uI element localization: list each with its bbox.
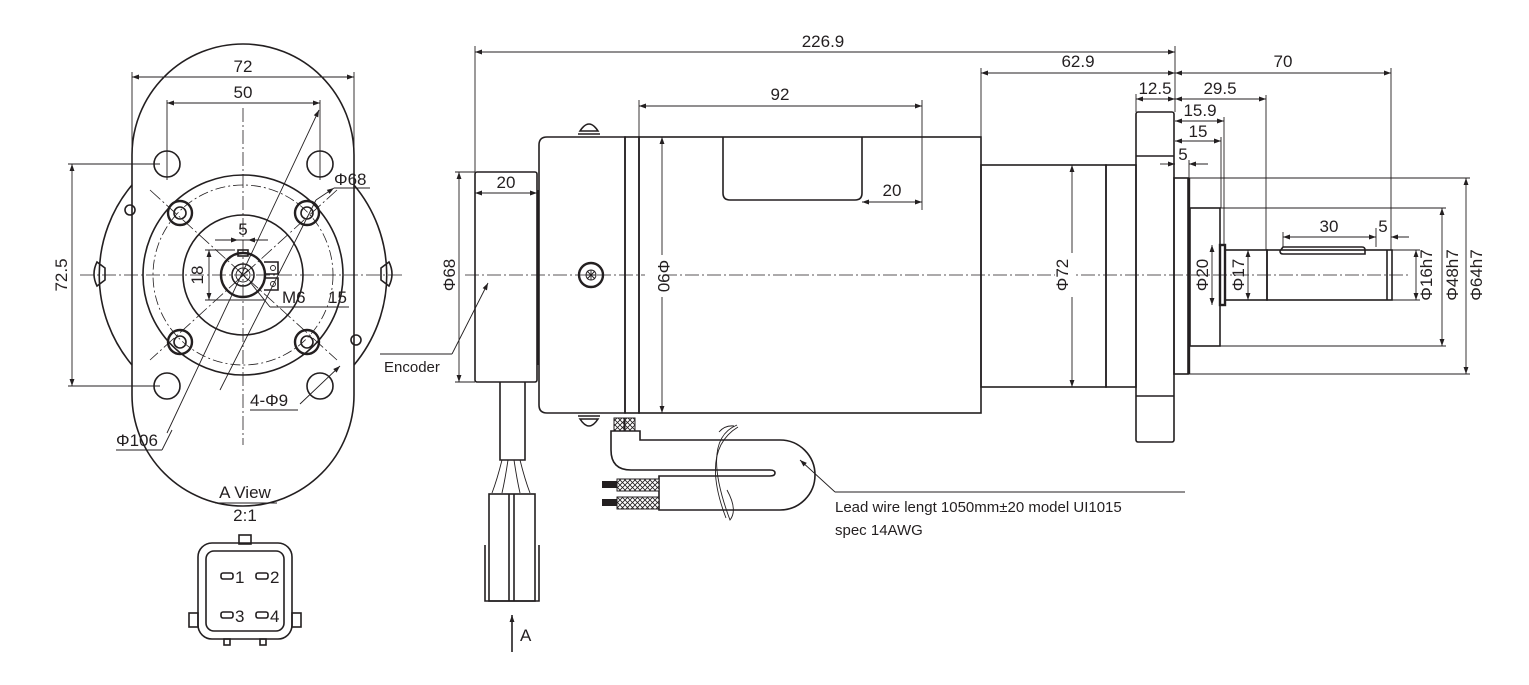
lead-wire-shield-1 bbox=[616, 478, 660, 492]
dim-bolt-spacing-50: 50 bbox=[234, 83, 253, 102]
side-knob-left bbox=[93, 260, 106, 288]
svg-text:2: 2 bbox=[270, 568, 279, 587]
dim-overall-length: 226.9 bbox=[802, 32, 845, 51]
svg-text:1: 1 bbox=[235, 568, 244, 587]
dim-height-72-5: 72.5 bbox=[52, 258, 71, 291]
side-view: A Lead wire lengt 1050mm±20 model UI1015… bbox=[380, 32, 1486, 652]
lead-wire-note-line-1: Lead wire lengt 1050mm±20 model UI1015 bbox=[835, 499, 1122, 516]
dim-key-width-5: 5 bbox=[238, 220, 247, 239]
dim-shaft-step-5: 5 bbox=[1178, 145, 1187, 164]
dim-flange-pilot-diameter: Φ64h7 bbox=[1467, 249, 1486, 300]
dim-shaft-step-15: 15 bbox=[1189, 122, 1208, 141]
small-boss-bottom bbox=[350, 334, 362, 346]
flange-arc-right bbox=[353, 184, 388, 366]
lead-wire-tip-1 bbox=[602, 481, 617, 488]
dim-width-72: 72 bbox=[234, 57, 253, 76]
dim-gearbox-length: 62.9 bbox=[1061, 52, 1094, 71]
dim-pilot-diameter-68: Φ68 bbox=[334, 170, 366, 189]
connector-pin-4: 4 bbox=[255, 607, 279, 626]
dim-shaft-step-29-5: 29.5 bbox=[1203, 79, 1236, 98]
dim-pilot-diameter: Φ48h7 bbox=[1443, 249, 1462, 300]
encoder-label: Encoder bbox=[384, 359, 440, 376]
dim-thread-depth-15: 15 bbox=[328, 288, 347, 307]
front-flange-outline bbox=[131, 43, 355, 507]
dim-key-offset: 5 bbox=[1378, 217, 1387, 236]
dim-flange-diameter-106: Φ106 bbox=[116, 431, 158, 450]
small-boss-top bbox=[124, 204, 136, 216]
dim-collar-diameter: Φ20 bbox=[1193, 259, 1212, 291]
connector-pin-2: 2 bbox=[255, 568, 279, 587]
bottom-screw-icon bbox=[578, 415, 600, 427]
dim-shaft-height-18: 18 bbox=[188, 266, 207, 285]
dim-thread-m6: M6 bbox=[282, 288, 306, 307]
dim-encoder-diameter: Φ68 bbox=[440, 259, 459, 291]
encoder-connector bbox=[488, 493, 536, 602]
side-knob-right bbox=[380, 260, 393, 288]
svg-text:4: 4 bbox=[270, 607, 279, 626]
encoder-body bbox=[474, 171, 538, 383]
dim-motor-diameter: Φ90 bbox=[654, 260, 673, 292]
output-flange bbox=[1135, 111, 1175, 443]
a-view-scale: 2:1 bbox=[233, 506, 257, 525]
screw-holes bbox=[166, 199, 321, 356]
shaft-key bbox=[1279, 246, 1366, 255]
lead-wire-note-line-2: spec 14AWG bbox=[835, 522, 923, 539]
connector-latch bbox=[238, 534, 252, 545]
connector-pin-3: 3 bbox=[220, 607, 244, 626]
dim-shaft-length: 70 bbox=[1274, 52, 1293, 71]
dim-mounting-holes-4-phi9: 4-Φ9 bbox=[250, 391, 288, 410]
gearbox-ring bbox=[1105, 164, 1137, 388]
connector-housing bbox=[197, 542, 293, 640]
top-screw-icon bbox=[578, 123, 600, 135]
encoder-cable bbox=[499, 382, 526, 461]
flange-pilot bbox=[1173, 177, 1189, 375]
dim-motor-length: 92 bbox=[771, 85, 790, 104]
lead-wire bbox=[610, 430, 816, 511]
dim-gearbox-diameter: Φ72 bbox=[1053, 259, 1072, 291]
dim-shaft-root-diameter: Φ17 bbox=[1229, 259, 1248, 291]
gearbox-body bbox=[980, 164, 1107, 388]
svg-text:3: 3 bbox=[235, 607, 244, 626]
lead-wire-tip-2 bbox=[602, 499, 617, 506]
dim-shaft-step-15-9: 15.9 bbox=[1183, 101, 1216, 120]
connector-pin-1: 1 bbox=[220, 568, 244, 587]
dim-key-length: 30 bbox=[1320, 217, 1339, 236]
dim-terminal-offset: 20 bbox=[883, 181, 902, 200]
connector-face bbox=[205, 550, 285, 632]
front-view: 72 50 72.5 Φ68 Φ106 4-Φ9 5 18 bbox=[52, 43, 405, 507]
dim-flange-thickness: 12.5 bbox=[1138, 79, 1171, 98]
dim-encoder-length: 20 bbox=[497, 173, 516, 192]
flange-arc-left bbox=[98, 184, 133, 366]
a-view-title: A View bbox=[219, 483, 271, 502]
dim-shaft-diameter: Φ16h7 bbox=[1417, 249, 1436, 300]
view-arrow-label: A bbox=[520, 626, 532, 645]
cable-tie bbox=[716, 424, 738, 521]
terminal-box bbox=[722, 137, 863, 201]
connector-a-view: A View 2:1 1 2 3 4 bbox=[188, 483, 302, 646]
rear-end-cap bbox=[538, 136, 626, 414]
lead-wire-shield-2 bbox=[616, 496, 660, 510]
